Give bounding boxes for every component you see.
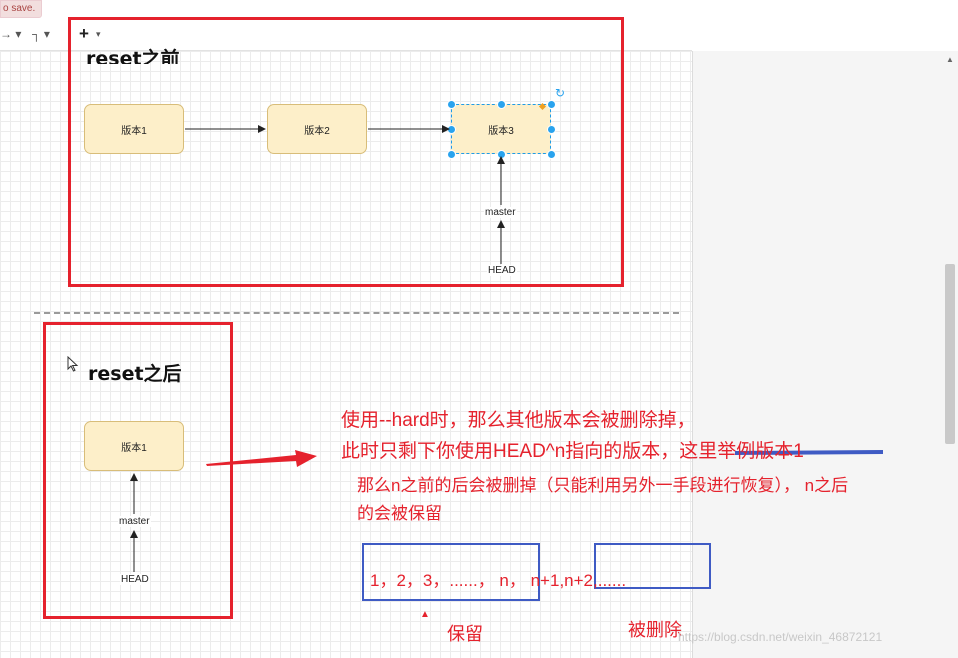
- version-sequence: 1，2，3，......， n， n+1,n+2,......: [370, 571, 627, 590]
- vertical-scrollbar[interactable]: [945, 264, 955, 444]
- deleted-range-box: [594, 543, 711, 589]
- deleted-label: 被删除: [628, 620, 682, 640]
- insert-plus-icon[interactable]: +: [79, 24, 89, 43]
- keep-label: 保留: [447, 624, 483, 644]
- resize-handle[interactable]: [447, 100, 456, 109]
- annotation-red-arrow: [206, 450, 317, 467]
- before-highlight-box: [68, 17, 624, 287]
- kept-range-box: [362, 543, 540, 601]
- head-label: HEAD: [120, 574, 150, 585]
- version-node-1-remaining[interactable]: 版本1: [84, 421, 184, 471]
- resize-handle[interactable]: [547, 150, 556, 159]
- before-section-title: reset之前: [86, 48, 180, 64]
- connector-style-button[interactable]: ┐ ▾: [32, 27, 50, 41]
- toolbar: → ▾ ┐ ▾ + ▾: [0, 22, 692, 51]
- watermark: https://blog.csdn.net/weixin_46872121: [678, 630, 883, 644]
- page-break-divider: [34, 312, 679, 314]
- resize-handle[interactable]: [547, 125, 556, 134]
- resize-handle[interactable]: [547, 100, 556, 109]
- mouse-cursor-icon: [67, 355, 79, 372]
- annotation-line-2: 此时只剩下你使用HEAD^n指向的版本，这里举例版本1: [341, 441, 804, 462]
- annotation-line-1: 使用--hard时，那么其他版本会被删除掉，: [341, 410, 696, 431]
- waypoints-button[interactable]: → ▾: [0, 27, 22, 41]
- unsaved-notice[interactable]: o save.: [0, 0, 43, 18]
- branch-label-master: master: [118, 516, 151, 527]
- version-node-2[interactable]: 版本2: [267, 104, 367, 154]
- top-strip: o save.: [0, 0, 958, 18]
- after-section-title: reset之后: [88, 363, 182, 385]
- version-node-1[interactable]: 版本1: [84, 104, 184, 154]
- format-panel: [692, 51, 958, 658]
- after-highlight-box: [43, 322, 233, 619]
- blue-strike-line: [734, 450, 884, 455]
- insert-dropdown-caret-icon[interactable]: ▾: [96, 29, 101, 39]
- annotation-line-3: 那么n之前的后会被删掉（只能利用另外一手段进行恢复）， n之后: [357, 476, 849, 495]
- scroll-up-arrow-icon[interactable]: ▲: [946, 55, 954, 64]
- keep-marker-icon: ▲: [420, 609, 430, 620]
- annotation-line-4: 的会被保留: [357, 504, 442, 523]
- head-label: HEAD: [487, 265, 517, 276]
- rotate-handle-icon[interactable]: ↻: [555, 86, 566, 100]
- resize-handle[interactable]: [447, 150, 456, 159]
- resize-handle[interactable]: [497, 100, 506, 109]
- branch-label-master: master: [484, 207, 517, 218]
